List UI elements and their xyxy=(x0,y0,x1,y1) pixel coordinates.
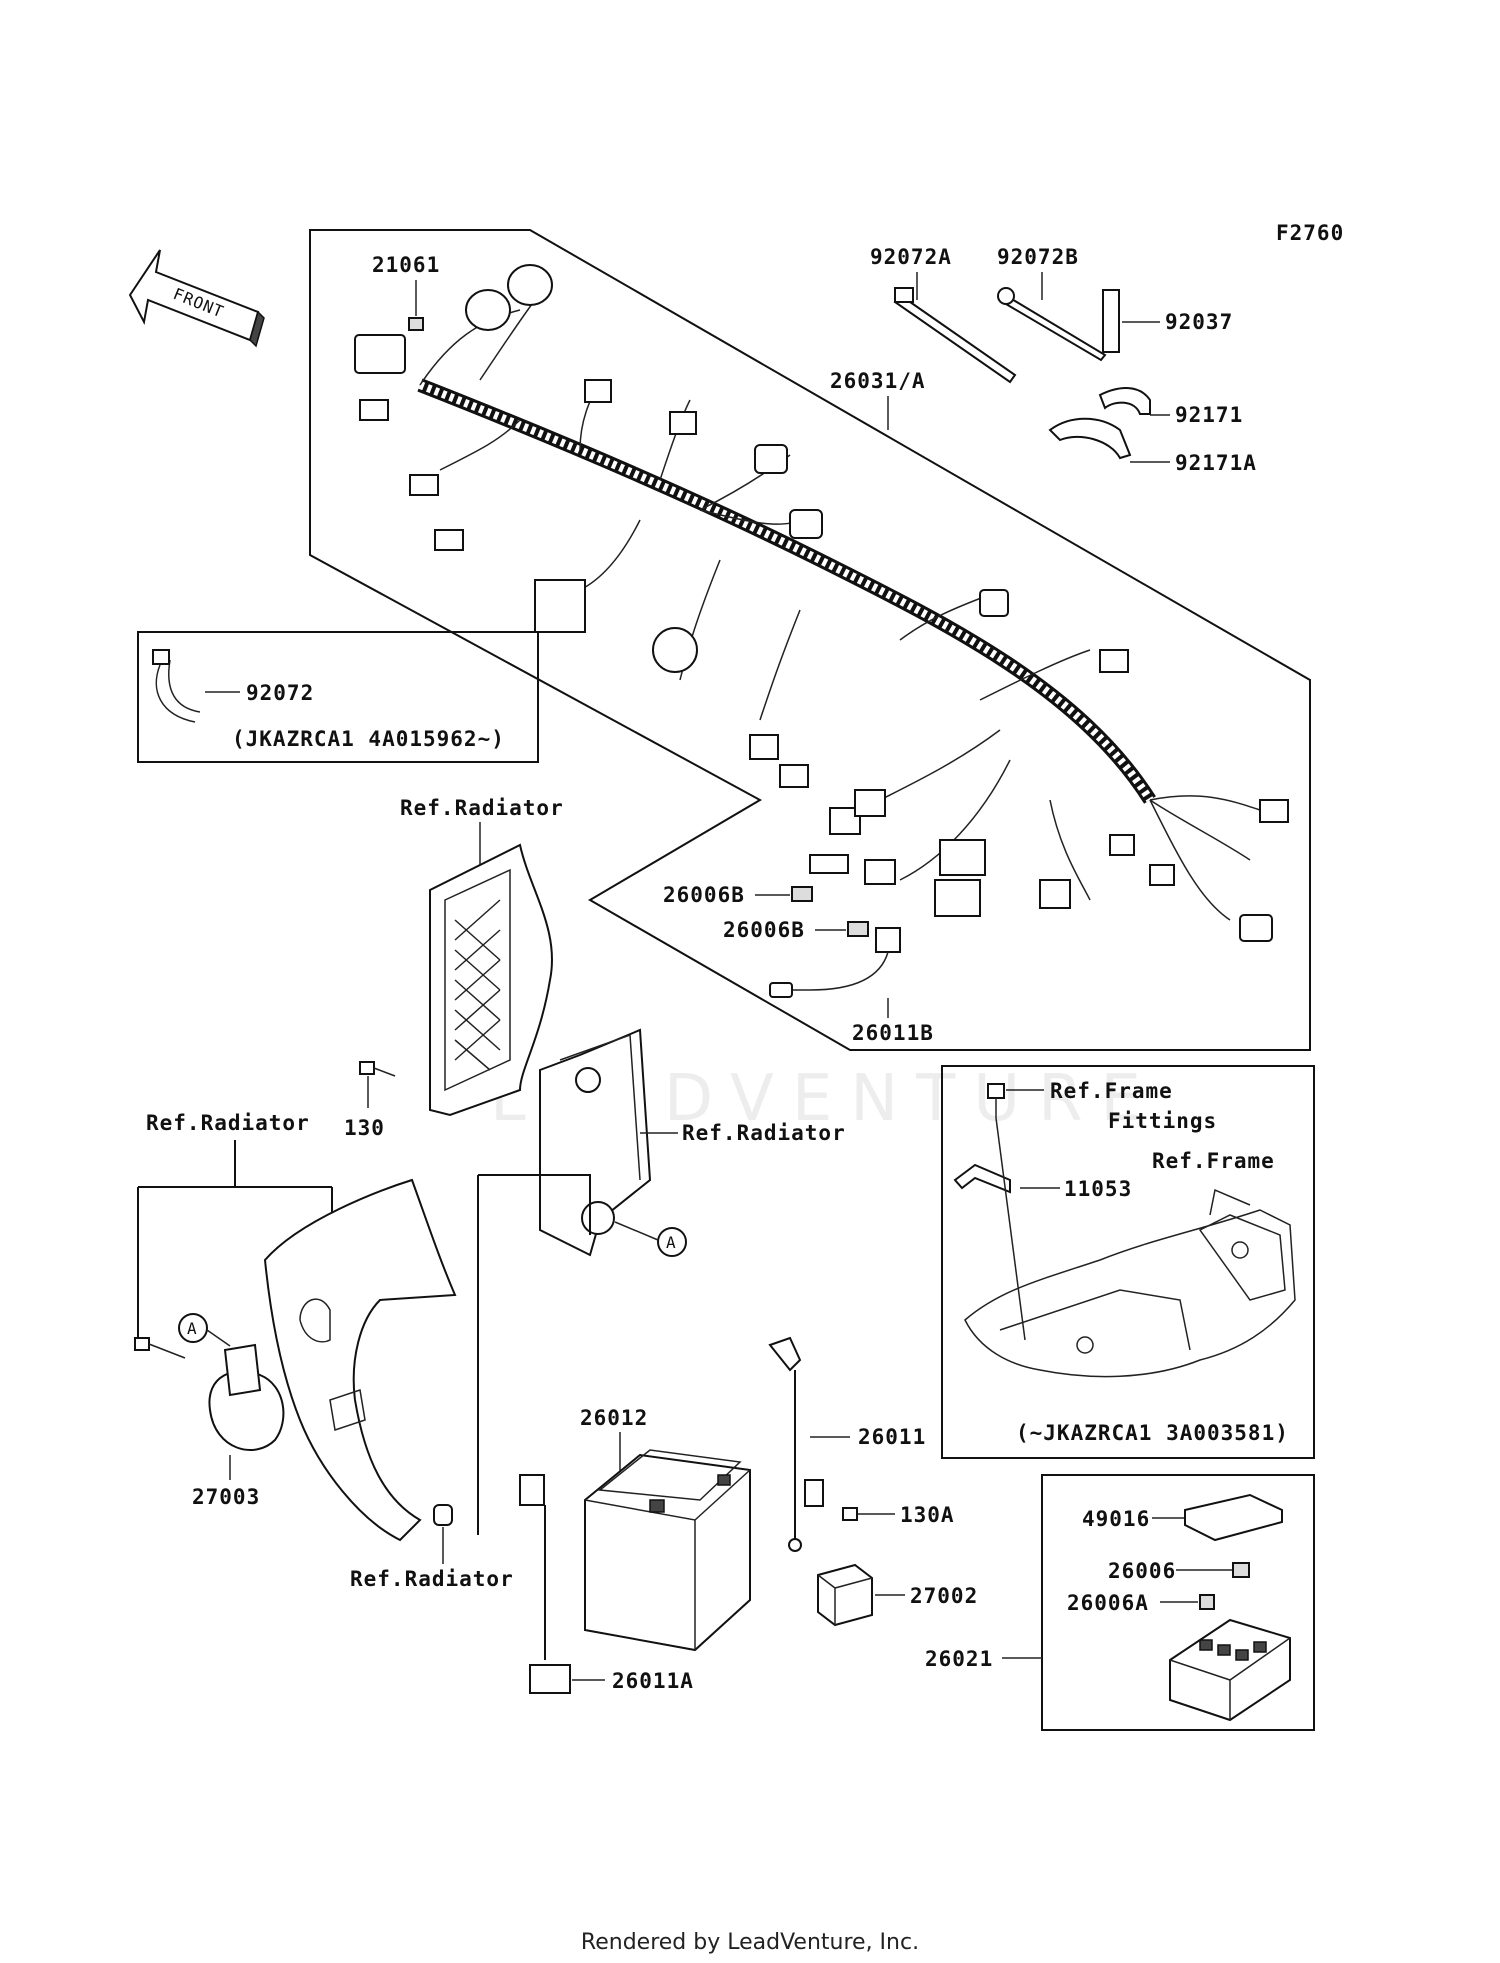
fusebox-inset-box xyxy=(1041,1474,1315,1731)
part-26006A xyxy=(1199,1594,1215,1610)
part-92037 xyxy=(1102,289,1120,353)
part-21061 xyxy=(408,317,424,331)
footer-credit: Rendered by LeadVenture, Inc. xyxy=(580,1930,920,1955)
radiator-shroud xyxy=(539,1028,652,1257)
part-92072A xyxy=(893,287,1017,384)
label-92072B: 92072B xyxy=(997,245,1079,269)
label-11053: 11053 xyxy=(1064,1177,1132,1201)
ref-radiator-left: Ref.Radiator xyxy=(146,1111,310,1135)
ref-radiator-top: Ref.Radiator xyxy=(400,796,564,820)
label-26006: 26006 xyxy=(1108,1559,1176,1583)
label-92072A: 92072A xyxy=(870,245,952,269)
part-26012-battery xyxy=(584,1449,751,1652)
horn-cover xyxy=(263,1178,457,1542)
bolt-130A xyxy=(842,1507,858,1521)
label-26006A: 26006A xyxy=(1067,1591,1149,1615)
part-26006B-1 xyxy=(791,886,813,902)
ref-frame-fittings-1: Ref.Frame xyxy=(1050,1079,1173,1103)
ref-radiator-bottom: Ref.Radiator xyxy=(350,1567,514,1591)
label-49016: 49016 xyxy=(1082,1507,1150,1531)
callout-a-left xyxy=(178,1313,208,1343)
part-11053 xyxy=(953,1163,1011,1194)
ref-radiator-right: Ref.Radiator xyxy=(682,1121,846,1145)
part-26011B xyxy=(769,927,901,998)
serial-note-frame: (~JKAZRCA1 3A003581) xyxy=(1016,1421,1289,1445)
front-arrow-icon: FRONT xyxy=(128,249,265,348)
label-26011: 26011 xyxy=(858,1425,926,1449)
part-92171A xyxy=(1048,417,1132,460)
label-92171A: 92171A xyxy=(1175,451,1257,475)
label-26031A: 26031/A xyxy=(830,369,926,393)
serial-note-tie: (JKAZRCA1 4A015962~) xyxy=(232,727,505,751)
callout-a-right xyxy=(657,1227,687,1257)
bolt-130 xyxy=(359,1061,396,1077)
frame-inset-box xyxy=(941,1065,1315,1459)
part-27003 xyxy=(208,1343,285,1451)
part-49016 xyxy=(1184,1493,1283,1542)
part-26021-fusebox xyxy=(1169,1618,1291,1722)
label-27003: 27003 xyxy=(192,1485,260,1509)
label-26006B-2: 26006B xyxy=(723,918,805,942)
label-26006B-1: 26006B xyxy=(663,883,745,907)
ref-frame: Ref.Frame xyxy=(1152,1149,1275,1173)
label-92072: 92072 xyxy=(246,681,314,705)
label-130: 130 xyxy=(344,1116,385,1140)
radiator-screen xyxy=(429,843,553,1117)
label-21061: 21061 xyxy=(372,253,440,277)
part-27002 xyxy=(817,1563,873,1627)
part-26011A-cable xyxy=(519,1474,571,1694)
label-26011B: 26011B xyxy=(852,1021,934,1045)
main-wiring-harness xyxy=(354,264,1289,942)
part-92171 xyxy=(1098,387,1151,415)
ref-frame-fittings-2: Fittings xyxy=(1108,1109,1217,1133)
harness-outline xyxy=(309,229,1311,1051)
label-92037: 92037 xyxy=(1165,310,1233,334)
label-26021: 26021 xyxy=(925,1647,993,1671)
label-26012: 26012 xyxy=(580,1406,648,1430)
callout-a-left-text: A xyxy=(187,1319,198,1338)
part-26006 xyxy=(1232,1562,1250,1578)
figure-code: F2760 xyxy=(1276,221,1344,245)
grommet-radiator xyxy=(433,1504,453,1526)
bolt-frame xyxy=(987,1083,1005,1118)
frame-drawing xyxy=(964,1117,1296,1378)
part-92072B xyxy=(997,287,1107,362)
tie-inset-box xyxy=(137,631,539,763)
label-130A: 130A xyxy=(900,1503,955,1527)
bolt-horn xyxy=(134,1337,186,1359)
part-26006B-2 xyxy=(847,921,869,937)
part-26011-cable xyxy=(768,1336,824,1552)
label-26011A: 26011A xyxy=(612,1669,694,1693)
part-92072 xyxy=(152,649,201,723)
label-27002: 27002 xyxy=(910,1584,978,1608)
label-92171: 92171 xyxy=(1175,403,1243,427)
callout-a-right-text: A xyxy=(666,1233,677,1252)
